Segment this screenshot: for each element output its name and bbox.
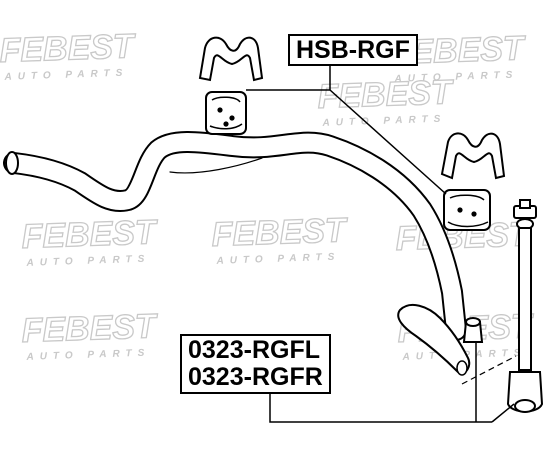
bar-end-left <box>5 151 19 175</box>
stabilizer-link <box>462 199 544 413</box>
leader-link-ball <box>491 403 515 423</box>
stabilizer-bar <box>3 131 471 376</box>
watermark-brand: FEBEST <box>21 213 160 256</box>
bushing-dot <box>457 207 463 213</box>
leader-lines <box>246 62 515 423</box>
bushing-dot <box>229 115 235 121</box>
watermark-brand: FEBEST <box>211 211 350 254</box>
watermark-tagline: AUTO PARTS <box>393 70 518 85</box>
link-top-stud <box>519 199 531 209</box>
bushing-upper-body <box>205 91 247 135</box>
leader-hsb-right <box>329 89 447 195</box>
link-rod <box>518 227 532 371</box>
watermark-brand: FEBEST <box>0 27 138 70</box>
bushing-dot <box>223 121 229 127</box>
watermark-tagline: AUTO PARTS <box>25 348 150 363</box>
part-label-hsb-rgf: HSB-RGF <box>288 34 418 66</box>
part-label-links: 0323-RGFL 0323-RGFR <box>180 334 331 394</box>
part-label-0323-rgfl: 0323-RGFL <box>188 336 320 364</box>
watermark-logo: FEBEST AUTO PARTS <box>0 27 138 83</box>
bushing-right-detail <box>447 194 489 228</box>
watermark-tagline: AUTO PARTS <box>321 114 446 129</box>
part-label-0323-rgfr: 0323-RGFR <box>188 363 323 391</box>
watermark-brand: FEBEST <box>317 73 456 116</box>
watermark-logo: FEBEST AUTO PARTS <box>20 307 160 363</box>
arm-eye <box>456 360 468 376</box>
watermark-logo: FEBEST AUTO PARTS <box>316 73 456 129</box>
watermark-logo: FEBEST AUTO PARTS <box>20 213 160 269</box>
watermark-tagline: AUTO PARTS <box>215 252 340 267</box>
watermark-tagline: AUTO PARTS <box>25 254 150 269</box>
bushing-dot <box>471 211 477 217</box>
alignment-dash <box>461 355 517 385</box>
watermark-brand: FEBEST <box>21 307 160 350</box>
bushing-right-body <box>443 189 491 231</box>
bushing-upper-detail <box>209 96 243 130</box>
link-bottom-ball <box>514 399 536 413</box>
leader-link-bottom <box>269 392 492 423</box>
bushing-dot <box>217 107 223 113</box>
watermark-logo: FEBEST AUTO PARTS <box>210 211 350 267</box>
bushing-right <box>440 132 506 231</box>
link-arm-nut-top <box>465 317 481 327</box>
watermark-tagline: AUTO PARTS <box>3 68 128 83</box>
bracket-upper <box>198 36 264 82</box>
bar-fill <box>5 133 465 339</box>
bracket-right <box>440 132 506 180</box>
bushing-upper <box>198 36 264 135</box>
bar-highlight <box>169 157 263 174</box>
